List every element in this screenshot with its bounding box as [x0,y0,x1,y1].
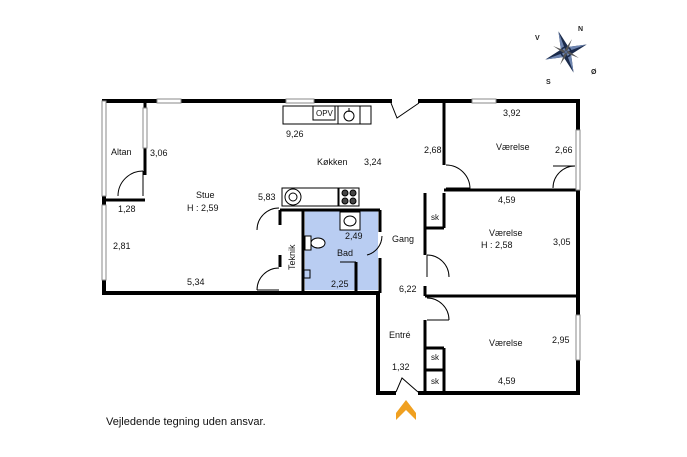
room-label-gang: Gang [392,234,414,244]
doors [117,102,576,393]
closet-label-3: sk [431,377,440,386]
dim-1-28: 1,28 [118,204,136,214]
dim-4-59-lower: 4,59 [498,376,516,386]
room-label-vaerelse-3: Værelse [489,338,523,348]
dim-3-06: 3,06 [150,148,168,158]
room-label-teknik: Teknik [287,244,297,270]
room-label-vaerelse-2: Værelse [489,228,523,238]
room-label-bad: Bad [337,248,353,258]
dim-2-25: 2,25 [331,279,349,289]
dim-9-26: 9,26 [286,129,304,139]
windows [101,98,581,361]
room-label-vaerelse-1: Værelse [496,142,530,152]
room-label-stue: Stue [196,190,215,200]
room-label-stue-height: H : 2,59 [187,203,219,213]
room-label-kokken: Køkken [317,157,348,167]
bathroom-fixtures [303,211,361,279]
dim-2-49: 2,49 [345,231,363,241]
dim-3-05: 3,05 [553,237,571,247]
compass-s: S [546,79,551,86]
room-labels: Altan Stue H : 2,59 Køkken OPV Teknik Ba… [111,109,530,386]
compass-o: Ø [591,69,597,76]
dim-2-81: 2,81 [113,241,131,251]
compass-rose-icon [545,31,587,73]
closet-label-1: sk [431,213,440,222]
dim-3-24: 3,24 [364,157,382,167]
kitchen-fixtures [281,105,372,207]
dim-3-92: 3,92 [503,108,521,118]
room-label-altan: Altan [111,147,132,157]
closet-label-2: sk [431,353,440,362]
dim-5-34: 5,34 [187,277,205,287]
compass-n: N [578,26,583,33]
room-label-vaerelse-2-height: H : 2,58 [481,240,513,250]
dim-2-68: 2,68 [424,145,442,155]
disclaimer-text: Vejledende tegning uden ansvar. [106,416,266,428]
dim-2-66: 2,66 [555,145,573,155]
entrance-arrow-icon [396,400,416,420]
dim-4-59-upper: 4,59 [498,195,516,205]
dim-5-83: 5,83 [258,192,276,202]
opv-label: OPV [316,109,334,118]
dimension-labels: 9,26 3,06 3,24 2,68 3,92 2,66 1,28 5,83 … [113,108,573,386]
compass-v: V [535,35,540,42]
dim-2-95: 2,95 [552,335,570,345]
room-label-entre: Entré [389,330,411,340]
dim-1-32: 1,32 [392,362,410,372]
dim-6-22: 6,22 [399,284,417,294]
